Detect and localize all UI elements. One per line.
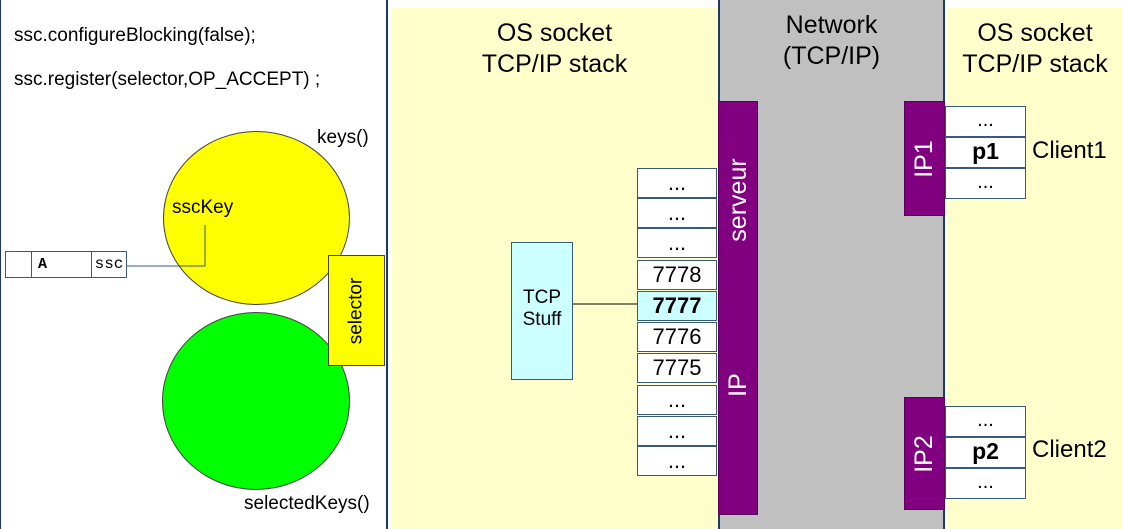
client1-port-table: ... p1 ... (945, 106, 1027, 199)
var-cell-empty (6, 252, 32, 277)
network-title-line1: Network (785, 11, 878, 39)
server-os-title-line1: OS socket (496, 19, 613, 47)
selector-label: selector (345, 277, 367, 345)
port-cell-listening: 7777 (637, 291, 717, 321)
client1-ip-bar: IP1 (904, 101, 945, 216)
server-os-title-line2: TCP/IP stack (481, 50, 628, 78)
client-os-title: OS socket TCP/IP stack (947, 18, 1123, 80)
client2-port-cell-active: p2 (945, 437, 1026, 468)
client1-port-cell: ... (945, 168, 1026, 199)
tcp-stuff-connector (573, 303, 639, 305)
port-cell: 7776 (637, 322, 717, 352)
client-os-title-line2: TCP/IP stack (962, 50, 1108, 78)
client2-name: Client2 (1032, 436, 1107, 463)
tcp-stuff-line2: Stuff (522, 309, 562, 330)
client1-port-cell-active: p1 (945, 137, 1026, 168)
client2-port-cell: ... (945, 406, 1026, 437)
var-cell-name: ssc (94, 255, 124, 273)
selector-box: selector (328, 255, 385, 366)
port-table: ... ... ... 7778 7777 7776 7775 ... ... … (637, 168, 718, 476)
client2-port-table: ... p2 ... (945, 406, 1027, 499)
serveur-label: serveur (724, 158, 752, 242)
ip-label: IP (724, 373, 752, 397)
ssc-connector (127, 225, 206, 267)
server-ip-bar: serveur IP (718, 101, 758, 515)
ssckey-label: sscKey (172, 197, 234, 218)
port-cell: 7778 (637, 260, 717, 290)
port-cell: ... (637, 385, 717, 415)
port-cell: ... (637, 416, 717, 446)
client1-port-cell: ... (945, 106, 1026, 137)
code-register: ssc.register(selector,OP_ACCEPT) ; (14, 69, 321, 90)
selected-keys-set (162, 312, 350, 490)
port-cell: ... (637, 446, 717, 476)
network-title: Network (TCP/IP) (718, 10, 945, 72)
client-os-title-line1: OS socket (977, 19, 1093, 47)
client1-ip-label: IP1 (910, 140, 938, 178)
keys-label: keys() (317, 127, 369, 148)
client2-port-cell: ... (945, 468, 1026, 499)
client2-ip-bar: IP2 (904, 397, 945, 510)
server-os-title: OS socket TCP/IP stack (392, 18, 717, 80)
port-cell: ... (637, 198, 717, 228)
code-configure-blocking: ssc.configureBlocking(false); (14, 25, 256, 46)
var-cell-type: A (32, 252, 92, 277)
client2-ip-label: IP2 (910, 435, 938, 473)
port-cell: ... (637, 228, 717, 258)
ssc-variable-row: A ssc (5, 251, 127, 278)
port-cell: 7775 (637, 353, 717, 383)
tcp-stuff-box: TCP Stuff (511, 242, 573, 380)
port-cell: ... (637, 168, 717, 198)
tcp-stuff-line1: TCP (523, 287, 561, 308)
client1-name: Client1 (1032, 137, 1107, 164)
keys-set (163, 131, 350, 305)
network-title-line2: (TCP/IP) (782, 42, 881, 70)
selected-keys-label: selectedKeys() (244, 493, 370, 514)
